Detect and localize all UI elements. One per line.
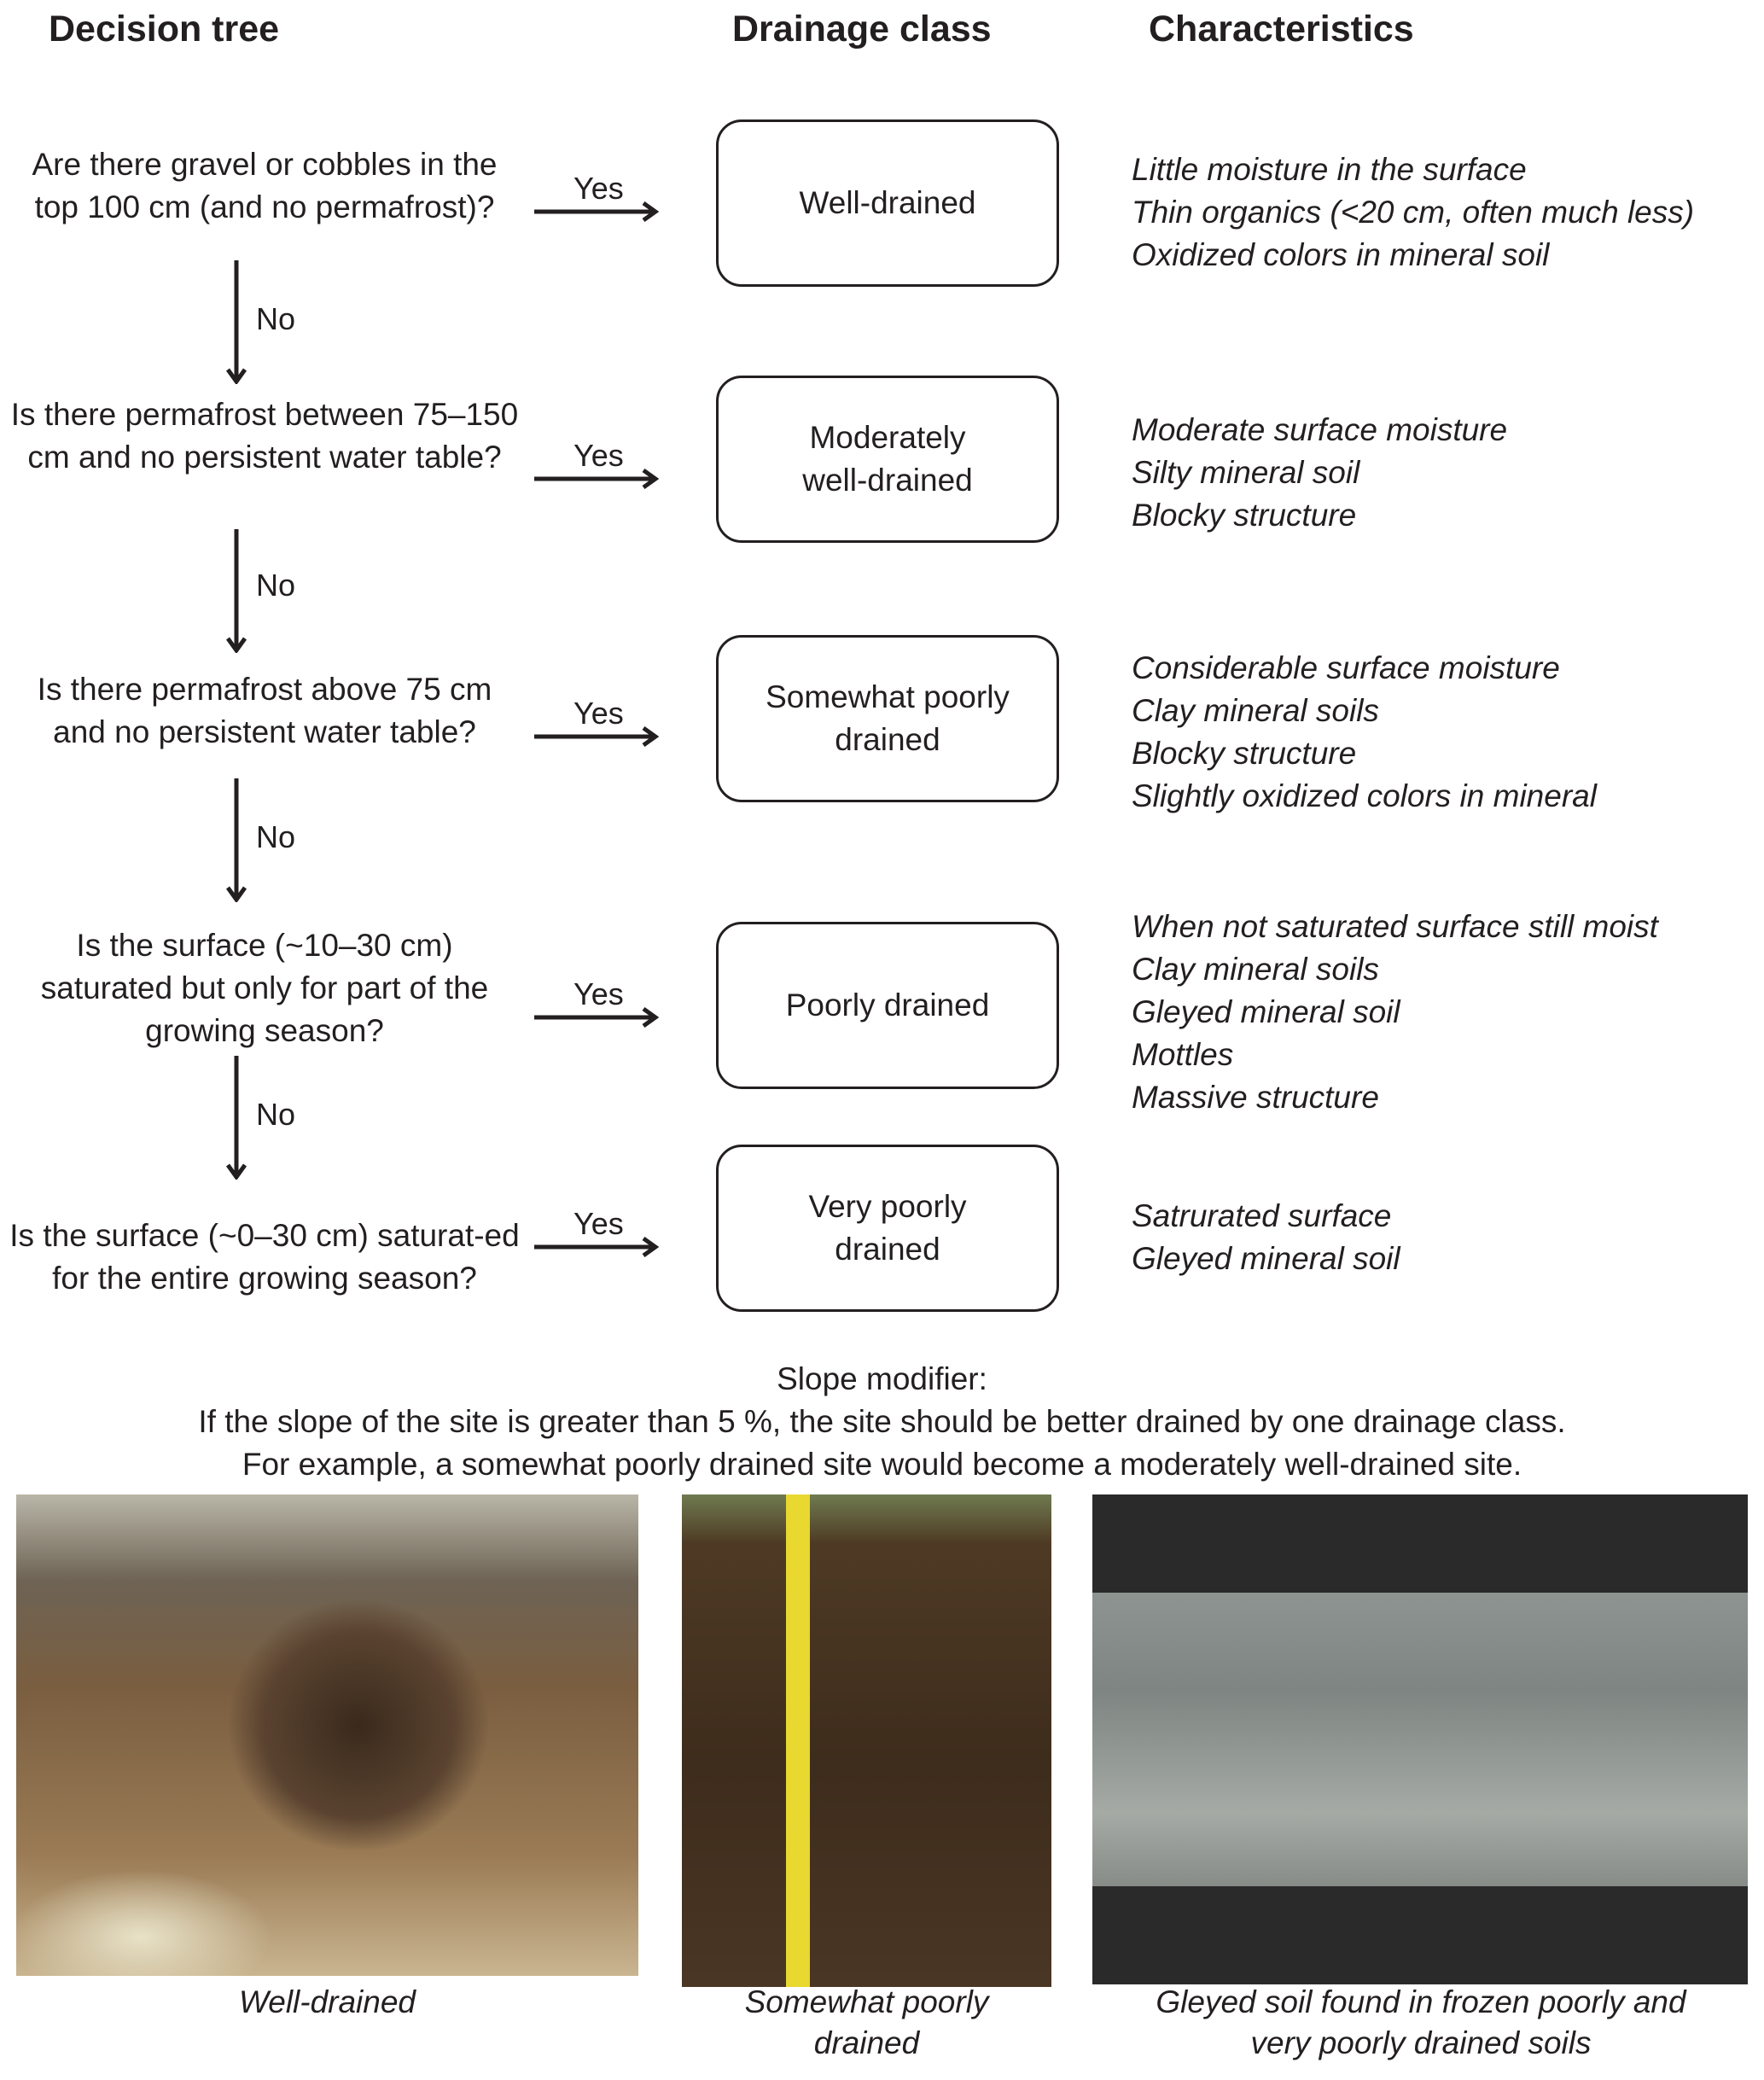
characteristic: Blocky structure xyxy=(1132,498,1357,533)
arrow-down-icon xyxy=(225,778,247,904)
yes-arrow-2: Yes xyxy=(534,438,662,489)
photo-well-drained-pit xyxy=(16,1494,638,1976)
characteristic: Blocky structure xyxy=(1132,736,1357,771)
class-box-poorly-drained: Poorly drained xyxy=(716,922,1059,1089)
header-decision-tree: Decision tree xyxy=(49,9,280,50)
characteristic: Gleyed mineral soil xyxy=(1132,1241,1400,1276)
characteristic: Gleyed mineral soil xyxy=(1132,994,1400,1029)
slope-rule: If the slope of the site is greater than… xyxy=(198,1404,1566,1439)
yes-label: Yes xyxy=(573,438,624,473)
arrow-right-icon xyxy=(534,201,660,222)
photo-gleyed-soil-core xyxy=(1092,1494,1748,1984)
no-label: No xyxy=(256,819,296,854)
arrow-right-icon xyxy=(534,726,660,747)
class-label: Somewhat poorly drained xyxy=(766,679,1010,757)
question-4: Is the surface (~10–30 cm) saturated but… xyxy=(40,928,489,1048)
arrow-right-icon xyxy=(534,469,660,489)
characteristic: Mottles xyxy=(1132,1037,1234,1072)
no-label: No xyxy=(256,1097,296,1132)
characteristic: Oxidized colors in mineral soil xyxy=(1132,237,1550,272)
no-label: No xyxy=(256,568,296,603)
yes-label: Yes xyxy=(573,171,624,206)
yes-arrow-3: Yes xyxy=(534,696,662,747)
characteristic: Silty mineral soil xyxy=(1132,455,1360,490)
characteristic: Slightly oxidized colors in mineral xyxy=(1132,778,1597,813)
class-label: Well-drained xyxy=(799,185,976,220)
yes-label: Yes xyxy=(573,1206,624,1241)
no-arrow-3: No xyxy=(224,778,296,904)
arrow-right-icon xyxy=(534,1237,660,1257)
arrow-down-icon xyxy=(225,260,247,386)
yes-label: Yes xyxy=(573,976,624,1011)
question-3: Is there permafrost above 75 cm and no p… xyxy=(37,672,492,749)
class-label: Moderately well-drained xyxy=(802,420,973,498)
no-label: No xyxy=(256,301,296,336)
class-box-very-poorly-drained: Very poorly drained xyxy=(716,1145,1059,1312)
caption-somewhat-poorly-drained: Somewhat poorly drained xyxy=(744,1984,989,2060)
yes-arrow-5: Yes xyxy=(534,1206,662,1257)
photo-somewhat-poorly-drained-profile xyxy=(682,1494,1051,1987)
characteristic: Little moisture in the surface xyxy=(1132,152,1527,187)
slope-title: Slope modifier: xyxy=(777,1361,987,1396)
yes-label: Yes xyxy=(573,696,624,731)
class-label: Poorly drained xyxy=(785,988,990,1023)
characteristic: Clay mineral soils xyxy=(1132,952,1379,987)
characteristic: Satrurated surface xyxy=(1132,1198,1392,1233)
header-drainage-class: Drainage class xyxy=(732,9,992,50)
question-2: Is there permafrost between 75–150 cm an… xyxy=(10,397,519,475)
question-5: Is the surface (~0–30 cm) saturat-ed for… xyxy=(9,1218,520,1296)
yes-arrow-1: Yes xyxy=(534,171,662,222)
characteristic: Thin organics (<20 cm, often much less) xyxy=(1132,195,1695,230)
no-arrow-1: No xyxy=(224,260,296,386)
class-box-moderately-well-drained: Moderately well-drained xyxy=(716,376,1059,543)
characteristic: Considerable surface moisture xyxy=(1132,650,1560,685)
arrow-down-icon xyxy=(225,529,247,655)
header-characteristics: Characteristics xyxy=(1149,9,1414,50)
class-box-somewhat-poorly-drained: Somewhat poorly drained xyxy=(716,635,1059,802)
arrow-right-icon xyxy=(534,1007,660,1028)
class-label: Very poorly drained xyxy=(808,1189,967,1267)
question-1: Are there gravel or cobbles in the top 1… xyxy=(32,147,498,224)
class-box-well-drained: Well-drained xyxy=(716,119,1059,287)
slope-modifier: Slope modifier: If the slope of the site … xyxy=(0,1358,1764,1486)
no-arrow-4: No xyxy=(224,1056,296,1181)
arrow-down-icon xyxy=(225,1056,247,1181)
characteristic: Moderate surface moisture xyxy=(1132,412,1508,447)
caption-well-drained: Well-drained xyxy=(238,1984,416,2019)
characteristic: Massive structure xyxy=(1132,1080,1379,1115)
no-arrow-2: No xyxy=(224,529,296,655)
caption-gleyed-soil: Gleyed soil found in frozen poorly and v… xyxy=(1156,1984,1686,2060)
characteristic: Clay mineral soils xyxy=(1132,693,1379,728)
yes-arrow-4: Yes xyxy=(534,976,662,1028)
slope-example: For example, a somewhat poorly drained s… xyxy=(242,1447,1522,1482)
characteristic: When not saturated surface still moist xyxy=(1132,909,1658,944)
